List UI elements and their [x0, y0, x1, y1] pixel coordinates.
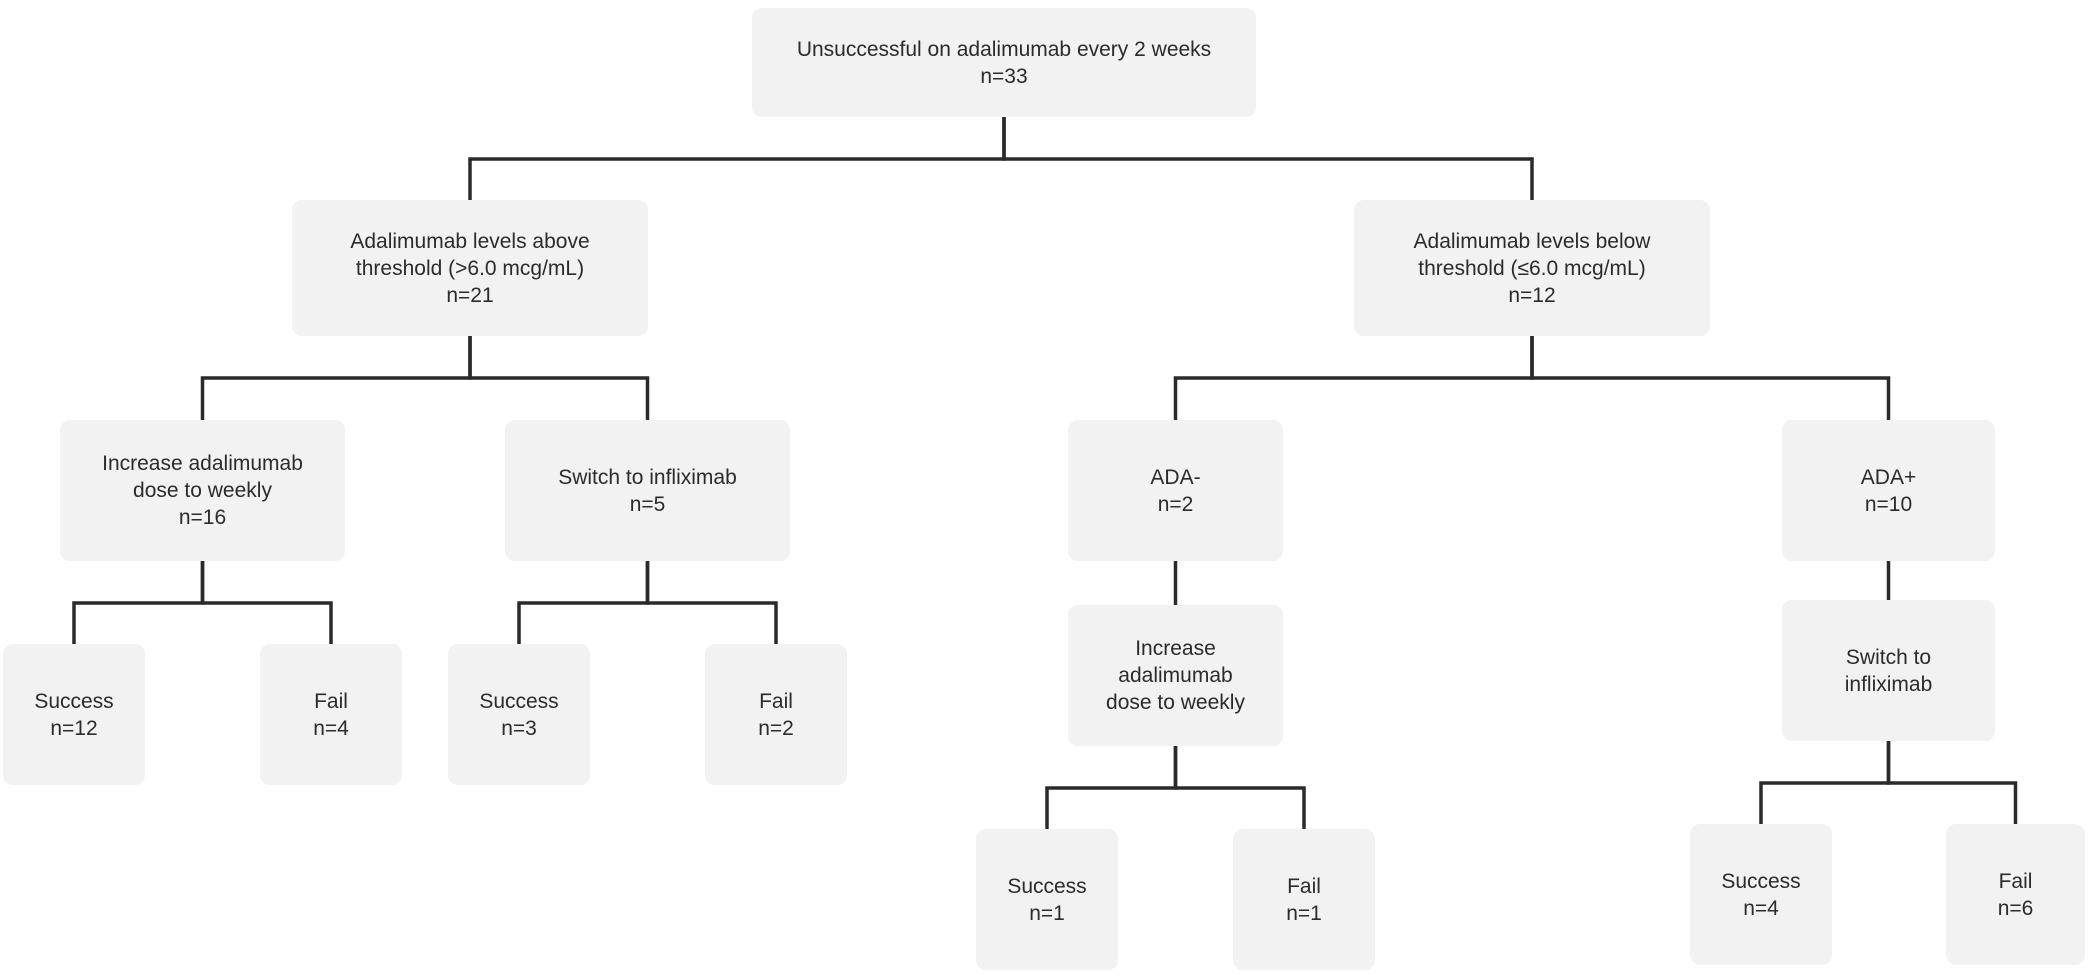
node-outcome-fail: Fail n=2 — [705, 644, 847, 785]
node-text-line: n=1 — [1029, 901, 1065, 925]
node-text-line: Success — [1721, 869, 1801, 893]
node-text-line: n=4 — [1743, 896, 1779, 920]
node-text-line: dose to weekly — [1106, 691, 1245, 714]
connector-line — [517, 559, 650, 646]
node-text-line: n=2 — [758, 716, 794, 740]
node-text-line: n=4 — [313, 716, 349, 740]
node-text-line: Success — [1007, 874, 1087, 898]
node-text-line: Fail — [759, 689, 793, 713]
node-ada-positive: ADA+ n=10 — [1782, 420, 1995, 561]
node-switch-to-infliximab: Switch to infliximab n=5 — [505, 420, 790, 561]
node-text-line: n=16 — [178, 506, 227, 529]
node-text-line: ADA- — [1150, 465, 1201, 489]
node-text-line: Switch to infliximab — [558, 465, 737, 489]
node-text-line: Fail — [314, 689, 348, 713]
connector-line — [1173, 334, 1534, 422]
connector-line — [1530, 334, 1891, 422]
node-increase-adalimumab-weekly-ada-neg: Increase adalimumab dose to weekly — [1068, 605, 1283, 746]
node-text-line: n=3 — [501, 716, 537, 740]
node-text-line: Increase — [1135, 637, 1216, 660]
node-increase-adalimumab-weekly: Increase adalimumab dose to weekly n=16 — [60, 420, 345, 561]
node-text-line: Increase adalimumab — [102, 452, 303, 475]
node-text-line: n=1 — [1286, 901, 1322, 925]
connector-line — [72, 559, 205, 646]
node-text-line: n=12 — [50, 716, 98, 740]
connector-line — [468, 115, 1006, 202]
node-outcome-success: Success n=1 — [976, 829, 1118, 970]
node-text-line: Adalimumab levels above — [350, 229, 590, 253]
node-text-line: Unsuccessful on adalimumab every 2 weeks — [796, 37, 1212, 61]
node-root-unsuccessful-adalimumab: Unsuccessful on adalimumab every 2 weeks… — [752, 8, 1256, 117]
node-text-line: Success — [34, 689, 114, 713]
connector-line — [1173, 744, 1306, 831]
connector-line — [468, 334, 650, 422]
connector-line — [645, 559, 778, 646]
node-text-line: Adalimumab levels below — [1413, 229, 1651, 253]
connector-line — [200, 334, 472, 422]
connector-line — [1045, 744, 1178, 831]
node-text-line: threshold (≤6.0 mcg/mL) — [1418, 256, 1646, 280]
node-outcome-success: Success n=3 — [448, 644, 590, 785]
node-text-line: ADA+ — [1860, 465, 1917, 489]
node-text-line: Switch to — [1845, 645, 1932, 669]
node-text-line: n=5 — [629, 492, 666, 516]
node-outcome-success: Success n=4 — [1690, 824, 1832, 965]
node-text-line: Fail — [1998, 869, 2033, 893]
node-switch-to-infliximab-ada-pos: Switch to infliximab — [1782, 600, 1995, 741]
node-text-line: n=2 — [1157, 492, 1194, 516]
node-text-line: threshold (>6.0 mcg/mL) — [355, 256, 585, 280]
node-text-line: n=12 — [1508, 283, 1556, 307]
node-text-line: Fail — [1287, 874, 1321, 898]
node-text-line: Success — [479, 689, 559, 713]
node-text-line: n=21 — [446, 283, 494, 307]
node-text-line: n=33 — [980, 64, 1028, 88]
node-outcome-fail: Fail n=1 — [1233, 829, 1375, 970]
node-outcome-success: Success n=12 — [3, 644, 145, 785]
connector-line — [200, 559, 333, 646]
node-levels-above-threshold: Adalimumab levels above threshold (>6.0 m… — [292, 200, 648, 336]
node-outcome-fail: Fail n=4 — [260, 644, 402, 785]
node-text-line: infliximab — [1844, 672, 1933, 696]
node-text-line: n=10 — [1864, 492, 1913, 516]
node-text-line: adalimumab — [1118, 664, 1233, 687]
connector-line — [1886, 739, 2018, 826]
connector-line — [1759, 739, 1891, 826]
node-text-line: dose to weekly — [133, 479, 272, 502]
node-outcome-fail: Fail n=6 — [1946, 824, 2085, 965]
node-text-line: n=6 — [1997, 896, 2034, 920]
connector-line — [1002, 115, 1534, 202]
node-levels-below-threshold: Adalimumab levels below threshold (≤6.0 m… — [1354, 200, 1710, 336]
node-ada-negative: ADA-n=2 — [1068, 420, 1283, 561]
